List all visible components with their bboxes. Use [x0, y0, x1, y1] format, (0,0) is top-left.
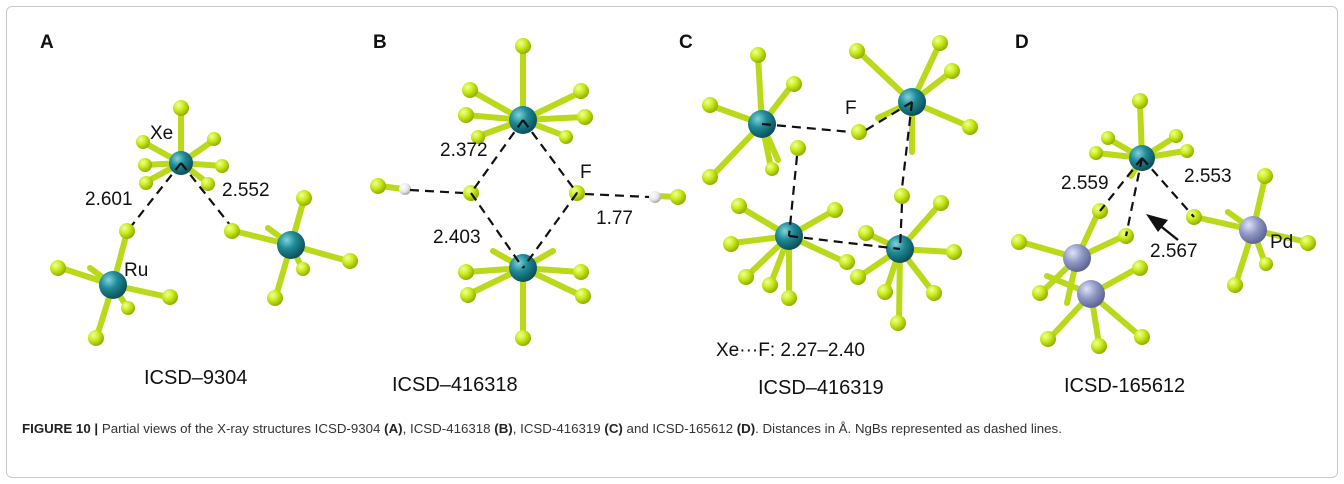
caption-text: , ICSD-416318: [402, 421, 495, 436]
label-pd: Pd: [1270, 232, 1293, 253]
pdf-cluster-left: [1011, 203, 1150, 354]
caption-ref: (B): [494, 421, 513, 436]
fluorine-atom: [894, 188, 910, 204]
structure-code-c: ICSD–416319: [758, 377, 884, 399]
distance-label: 2.553: [1184, 166, 1232, 187]
ngb-dashed-bonds: [409, 119, 650, 269]
distance-label: 2.403: [433, 227, 481, 248]
caption-text: Partial views of the X-ray structures IC…: [98, 421, 385, 436]
xef6-top: [458, 38, 593, 144]
caption-text: and ICSD-165612: [622, 421, 737, 436]
ngb-dashed-bonds: [761, 101, 914, 251]
molecule-b: [370, 38, 686, 346]
panel-b: B: [370, 32, 686, 396]
label-f: F: [580, 162, 592, 183]
pdf-unit-right: [1186, 168, 1316, 293]
structure-code-a: ICSD–9304: [144, 367, 247, 389]
xef6-top-left: [702, 47, 802, 185]
ruf6-left: [50, 223, 178, 346]
xef6-bottom-right: [850, 195, 962, 331]
structure-code-d: ICSD-165612: [1064, 375, 1185, 397]
distance-label: 2.372: [440, 140, 488, 161]
hydrogen-atom: [649, 191, 661, 203]
xef6-top-right: [849, 35, 978, 155]
panel-letter-d: D: [1015, 32, 1029, 53]
arrow-icon: [1146, 214, 1179, 241]
xef-unit: [1089, 93, 1194, 179]
xef-unit: [136, 100, 229, 191]
ngb-dashed-bonds: [1099, 157, 1195, 237]
caption-ref: (A): [384, 421, 403, 436]
fluorine-atom: [790, 140, 806, 156]
panel-letter-a: A: [40, 32, 54, 53]
distance-range-note: Xe···F: 2.27–2.40: [716, 340, 865, 361]
pd-atom: [1239, 216, 1267, 244]
panel-letter-c: C: [679, 32, 693, 53]
caption-text: , ICSD-416319: [512, 421, 605, 436]
panel-letter-b: B: [373, 32, 387, 53]
figure-number: FIGURE 10 |: [22, 421, 99, 436]
panel-d: D: [1011, 32, 1316, 397]
molecule-a: [50, 100, 358, 346]
distance-label: 2.559: [1061, 173, 1109, 194]
panel-a: A: [40, 32, 358, 389]
xef6-bottom-left: [723, 198, 855, 306]
distance-label: 1.77: [596, 208, 633, 229]
xef6-bottom: [458, 248, 591, 346]
figure-caption: FIGURE 10 | Partial views of the X-ray s…: [22, 419, 1312, 438]
pd-atom: [1077, 280, 1105, 308]
distance-label: 2.601: [85, 189, 133, 210]
molecule-c: [702, 35, 978, 331]
caption-ref: (D): [736, 421, 756, 436]
label-xe: Xe: [150, 123, 173, 144]
molecule-d: [1011, 93, 1316, 354]
ru-atom-right: [277, 231, 305, 259]
label-ru: Ru: [124, 260, 148, 281]
caption-text: . Distances in Å. NgBs represented as da…: [755, 421, 1062, 436]
structure-code-b: ICSD–416318: [392, 374, 518, 396]
hf-units: [370, 178, 686, 205]
ru-atom: [99, 271, 127, 299]
distance-label: 2.552: [222, 180, 270, 201]
distance-label: 2.567: [1150, 241, 1198, 262]
pd-atom: [1063, 244, 1091, 272]
panel-c: C: [679, 32, 978, 399]
fluorine-atom: [851, 124, 867, 140]
hydrogen-atom: [399, 183, 411, 195]
caption-ref: (C): [604, 421, 623, 436]
label-f: F: [845, 98, 857, 119]
ruf6-right: [224, 190, 358, 306]
